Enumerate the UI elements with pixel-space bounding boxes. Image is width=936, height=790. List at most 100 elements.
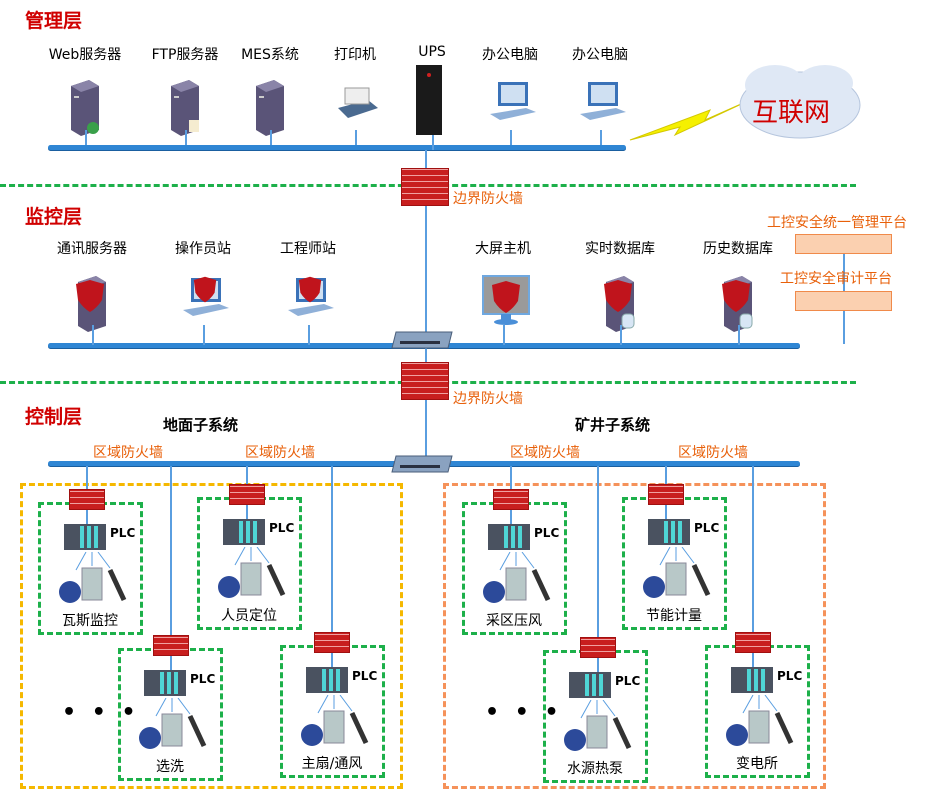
more-units-ellipsis: • • • [485, 700, 563, 725]
border-firewall-label: 边界防火墙 [453, 391, 523, 407]
zone-firewall-label: 区域防火墙 [510, 445, 580, 461]
zone-firewall-icon [735, 632, 771, 653]
zone-firewall-icon [69, 489, 105, 510]
plc-icon [223, 515, 267, 547]
plc-label: PLC [777, 669, 803, 683]
plc-label: PLC [615, 674, 641, 688]
server-icon [248, 78, 296, 138]
zone-firewall-icon [153, 635, 189, 656]
plc-icon [306, 663, 350, 695]
computer-icon [578, 78, 626, 138]
ground-subsystem-box [20, 483, 403, 789]
zone-firewall-icon [648, 484, 684, 505]
backbone-link [425, 150, 427, 465]
plc-icon [64, 520, 108, 552]
instruments-icon [563, 699, 633, 755]
zone-link [170, 466, 172, 678]
zone-firewall-label: 区域防火墙 [678, 445, 748, 461]
plc-label: PLC [190, 672, 216, 686]
monitoring-layer-title: 监控层 [25, 206, 83, 228]
internet-label: 互联网 [752, 98, 831, 128]
ftp-server-icon [163, 78, 211, 138]
control-unit-label: 节能计量 [646, 608, 702, 624]
ups-icon [410, 65, 458, 137]
border-firewall-icon [401, 362, 449, 400]
control-unit-label: 瓦斯监控 [62, 613, 118, 629]
device-link [85, 130, 87, 145]
plc-label: PLC [110, 526, 136, 540]
management-device-label: 办公电脑 [572, 47, 628, 63]
ground-subsystem-title: 地面子系统 [163, 416, 239, 434]
plc-label: PLC [694, 521, 720, 535]
plc-label: PLC [352, 669, 378, 683]
internet-link-lightning-icon [629, 65, 861, 141]
instruments-icon [725, 694, 795, 750]
zone-firewall-icon [580, 637, 616, 658]
border-firewall-label: 边界防火墙 [453, 191, 523, 207]
device-link [432, 135, 434, 150]
zone-firewall-icon [493, 489, 529, 510]
monitoring-device-label: 大屏主机 [475, 241, 531, 257]
zone-firewall-icon [229, 484, 265, 505]
monitoring-device-label: 工程师站 [280, 241, 336, 257]
mine-subsystem-title: 矿井子系统 [575, 416, 651, 434]
instruments-icon [58, 551, 128, 607]
platform-label: 工控安全审计平台 [780, 271, 892, 287]
plc-icon [144, 666, 188, 698]
monitoring-device-label: 操作员站 [175, 241, 231, 257]
control-unit-label: 采区压风 [486, 613, 542, 629]
plc-label: PLC [534, 526, 560, 540]
management-device-label: MES系统 [241, 47, 299, 63]
monitoring-device-label: 实时数据库 [585, 241, 655, 257]
device-link [92, 325, 94, 345]
device-link [738, 325, 740, 345]
device-link [503, 325, 505, 345]
printer-icon [333, 78, 381, 138]
control-layer-title: 控制层 [25, 406, 83, 428]
device-link [510, 130, 512, 145]
instruments-icon [217, 546, 287, 602]
control-unit-label: 主扇/通风 [301, 756, 363, 772]
instruments-icon [642, 546, 712, 602]
management-platform-appliance-icon [795, 234, 892, 254]
mine-subsystem-box [443, 483, 826, 789]
device-link [355, 130, 357, 145]
zone-link [331, 466, 333, 675]
control-unit-label: 选洗 [156, 759, 184, 775]
plc-label: PLC [269, 521, 295, 535]
zone-link [597, 466, 599, 680]
plc-icon [488, 520, 532, 552]
device-link [270, 130, 272, 145]
secure-server-icon [70, 274, 120, 332]
secure-monitor-icon [481, 274, 531, 332]
more-units-ellipsis: • • • [62, 700, 140, 725]
device-link [600, 130, 602, 145]
plc-icon [731, 663, 775, 695]
switch-icon [391, 331, 453, 349]
zone-link [752, 466, 754, 675]
zone-firewall-icon [314, 632, 350, 653]
management-device-label: FTP服务器 [151, 47, 219, 63]
management-bus [48, 145, 626, 150]
zone-firewall-label: 区域防火墙 [93, 445, 163, 461]
management-device-label: UPS [418, 44, 446, 60]
management-device-label: 打印机 [334, 47, 376, 63]
cloud-icon [739, 65, 861, 139]
instruments-icon [138, 697, 208, 753]
control-unit-label: 人员定位 [221, 608, 277, 624]
device-link [203, 325, 205, 345]
management-device-label: Web服务器 [48, 47, 122, 63]
secure-workstation-icon [181, 274, 231, 332]
monitoring-device-label: 历史数据库 [703, 241, 773, 257]
device-link [185, 130, 187, 145]
border-firewall-icon [401, 168, 449, 206]
secure-database-icon [598, 274, 648, 332]
computer-icon [488, 78, 536, 138]
instruments-icon [482, 551, 552, 607]
switch-icon [391, 455, 453, 473]
platform-label: 工控安全统一管理平台 [767, 215, 907, 231]
plc-icon [569, 668, 613, 700]
web-server-icon [63, 78, 111, 138]
device-link [308, 325, 310, 345]
management-device-label: 办公电脑 [482, 47, 538, 63]
